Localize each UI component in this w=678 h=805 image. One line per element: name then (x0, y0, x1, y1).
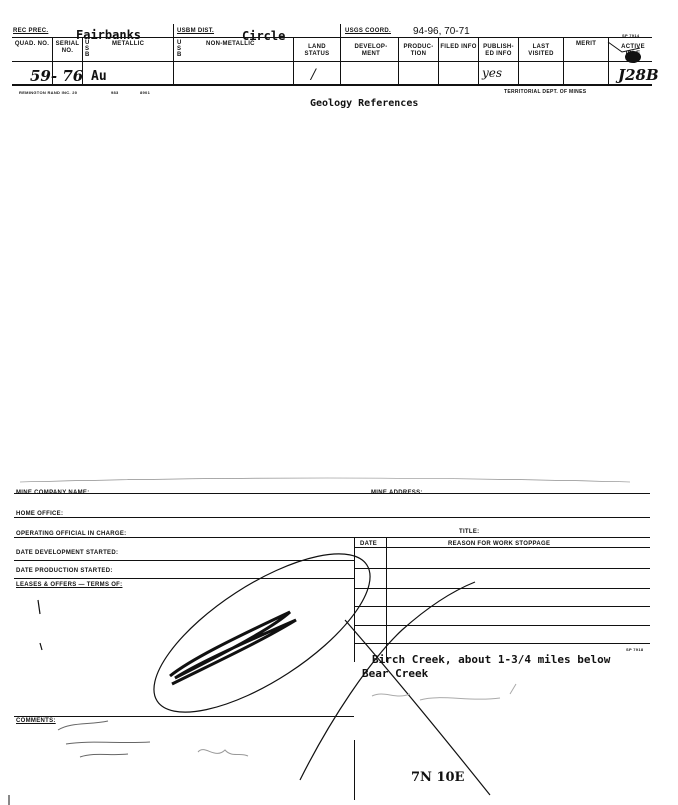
leases-offers-label: LEASES & OFFERS — TERMS OF: (16, 582, 123, 588)
rule (14, 578, 354, 579)
tick-mark (39, 642, 43, 651)
rule (354, 568, 650, 569)
divider (398, 37, 399, 85)
comment-scribble (197, 749, 249, 757)
col-quad-no: QUAD. NO. (14, 41, 50, 47)
divider (82, 37, 83, 85)
comments-label: COMMENTS: (16, 718, 56, 724)
metallic-value: Au (91, 69, 107, 84)
home-office-label: HOME OFFICE: (16, 511, 64, 517)
col-nonmetallic: NON-METALLIC (206, 41, 255, 47)
mine-company-name-label: MINE COMPANY NAME: (16, 490, 90, 496)
divider (173, 24, 174, 86)
col-filed-info: FILED INFO (440, 44, 477, 50)
divider (354, 740, 355, 800)
scribble-out-mark (169, 610, 297, 686)
date-dev-started-label: DATE DEVELOPMENT STARTED: (16, 550, 119, 556)
col-usb-metallic: U S B (85, 40, 90, 58)
col-last-visited: LAST VISITED (528, 44, 554, 57)
rule (354, 588, 650, 589)
divider (386, 537, 387, 662)
col-production: PRODUC- TION (403, 44, 434, 57)
usgs-coord-label: USGS COORD. (345, 28, 391, 34)
form-number: SP 7914 (622, 33, 640, 38)
header-rule-mid (12, 61, 652, 62)
header-rule-top (12, 37, 652, 38)
location-line-1: Birch Creek, about 1-3/4 miles below (372, 653, 611, 666)
date-prod-started-label: DATE PRODUCTION STARTED: (16, 568, 113, 574)
rule (354, 625, 650, 626)
divider (563, 37, 564, 85)
curved-pen-line (299, 581, 476, 781)
printer-mid1: 983 (111, 90, 119, 95)
col-development: DEVELOP- MENT (354, 44, 388, 57)
rule (14, 560, 354, 561)
col-serial-no: SERIAL NO. (55, 41, 80, 54)
diagonal-pen-line (344, 619, 491, 796)
divider (518, 37, 519, 85)
divider (608, 37, 609, 85)
col-published-info: PUBLISH- ED INFO (483, 44, 514, 57)
operating-official-label: OPERATING OFFICIAL IN CHARGE: (16, 531, 127, 537)
rule (14, 493, 650, 494)
divider (438, 37, 439, 85)
divider (293, 37, 294, 85)
rule (354, 606, 650, 607)
printer-mid2: 8901 (140, 90, 151, 95)
hand-drawn-oval (153, 553, 371, 713)
divider (340, 24, 341, 86)
comment-scribble (57, 720, 151, 758)
ink-blot-mark (625, 51, 641, 63)
form-number-2: SP 7918 (626, 647, 644, 652)
usgs-coord-value: 94-96, 70-71 (413, 26, 470, 37)
header-rule-bottom (12, 84, 652, 86)
published-info-value: yes (482, 66, 503, 80)
rec-prec-label: REC PREC. (13, 28, 49, 34)
divider (354, 537, 355, 662)
col-usb-nonmetallic: U S B (177, 40, 182, 58)
rule (354, 643, 650, 644)
divider (52, 37, 53, 85)
active-idle-value: J28B (618, 66, 659, 84)
tick-mark (37, 599, 41, 615)
rule (354, 547, 650, 548)
rule (14, 537, 650, 538)
col-land-status: LAND STATUS (304, 44, 330, 57)
location-line-2: Bear Creek (362, 667, 429, 680)
handwritten-bottom: 7N 10E (411, 770, 465, 785)
col-merit: MERIT (576, 41, 597, 47)
page-title: Geology References (310, 98, 419, 109)
rec-prec-value: Fairbanks (76, 28, 142, 42)
divider (478, 37, 479, 85)
reason-header: REASON FOR WORK STOPPAGE (448, 541, 551, 547)
title-label: TITLE: (459, 529, 480, 535)
rule (14, 716, 354, 717)
printer-left: REMINGTON RAND INC. 20 (19, 90, 78, 95)
usbm-dist-label: USBM DIST. (177, 28, 215, 34)
land-status-value: / (311, 67, 316, 83)
usbm-dist-value: Circle (242, 29, 286, 43)
mine-address-label: MINE ADDRESS: (371, 490, 423, 496)
col-metallic: METALLIC (112, 41, 145, 47)
quad-serial-value: 59- 76 (30, 67, 84, 85)
date-header: DATE (360, 541, 378, 547)
faint-location-scribble (371, 683, 517, 701)
merit-pen-stroke (607, 41, 641, 53)
rule (14, 517, 650, 518)
printer-right: TERRITORIAL DEPT. OF MINES (504, 89, 587, 95)
faint-rule (19, 477, 631, 483)
